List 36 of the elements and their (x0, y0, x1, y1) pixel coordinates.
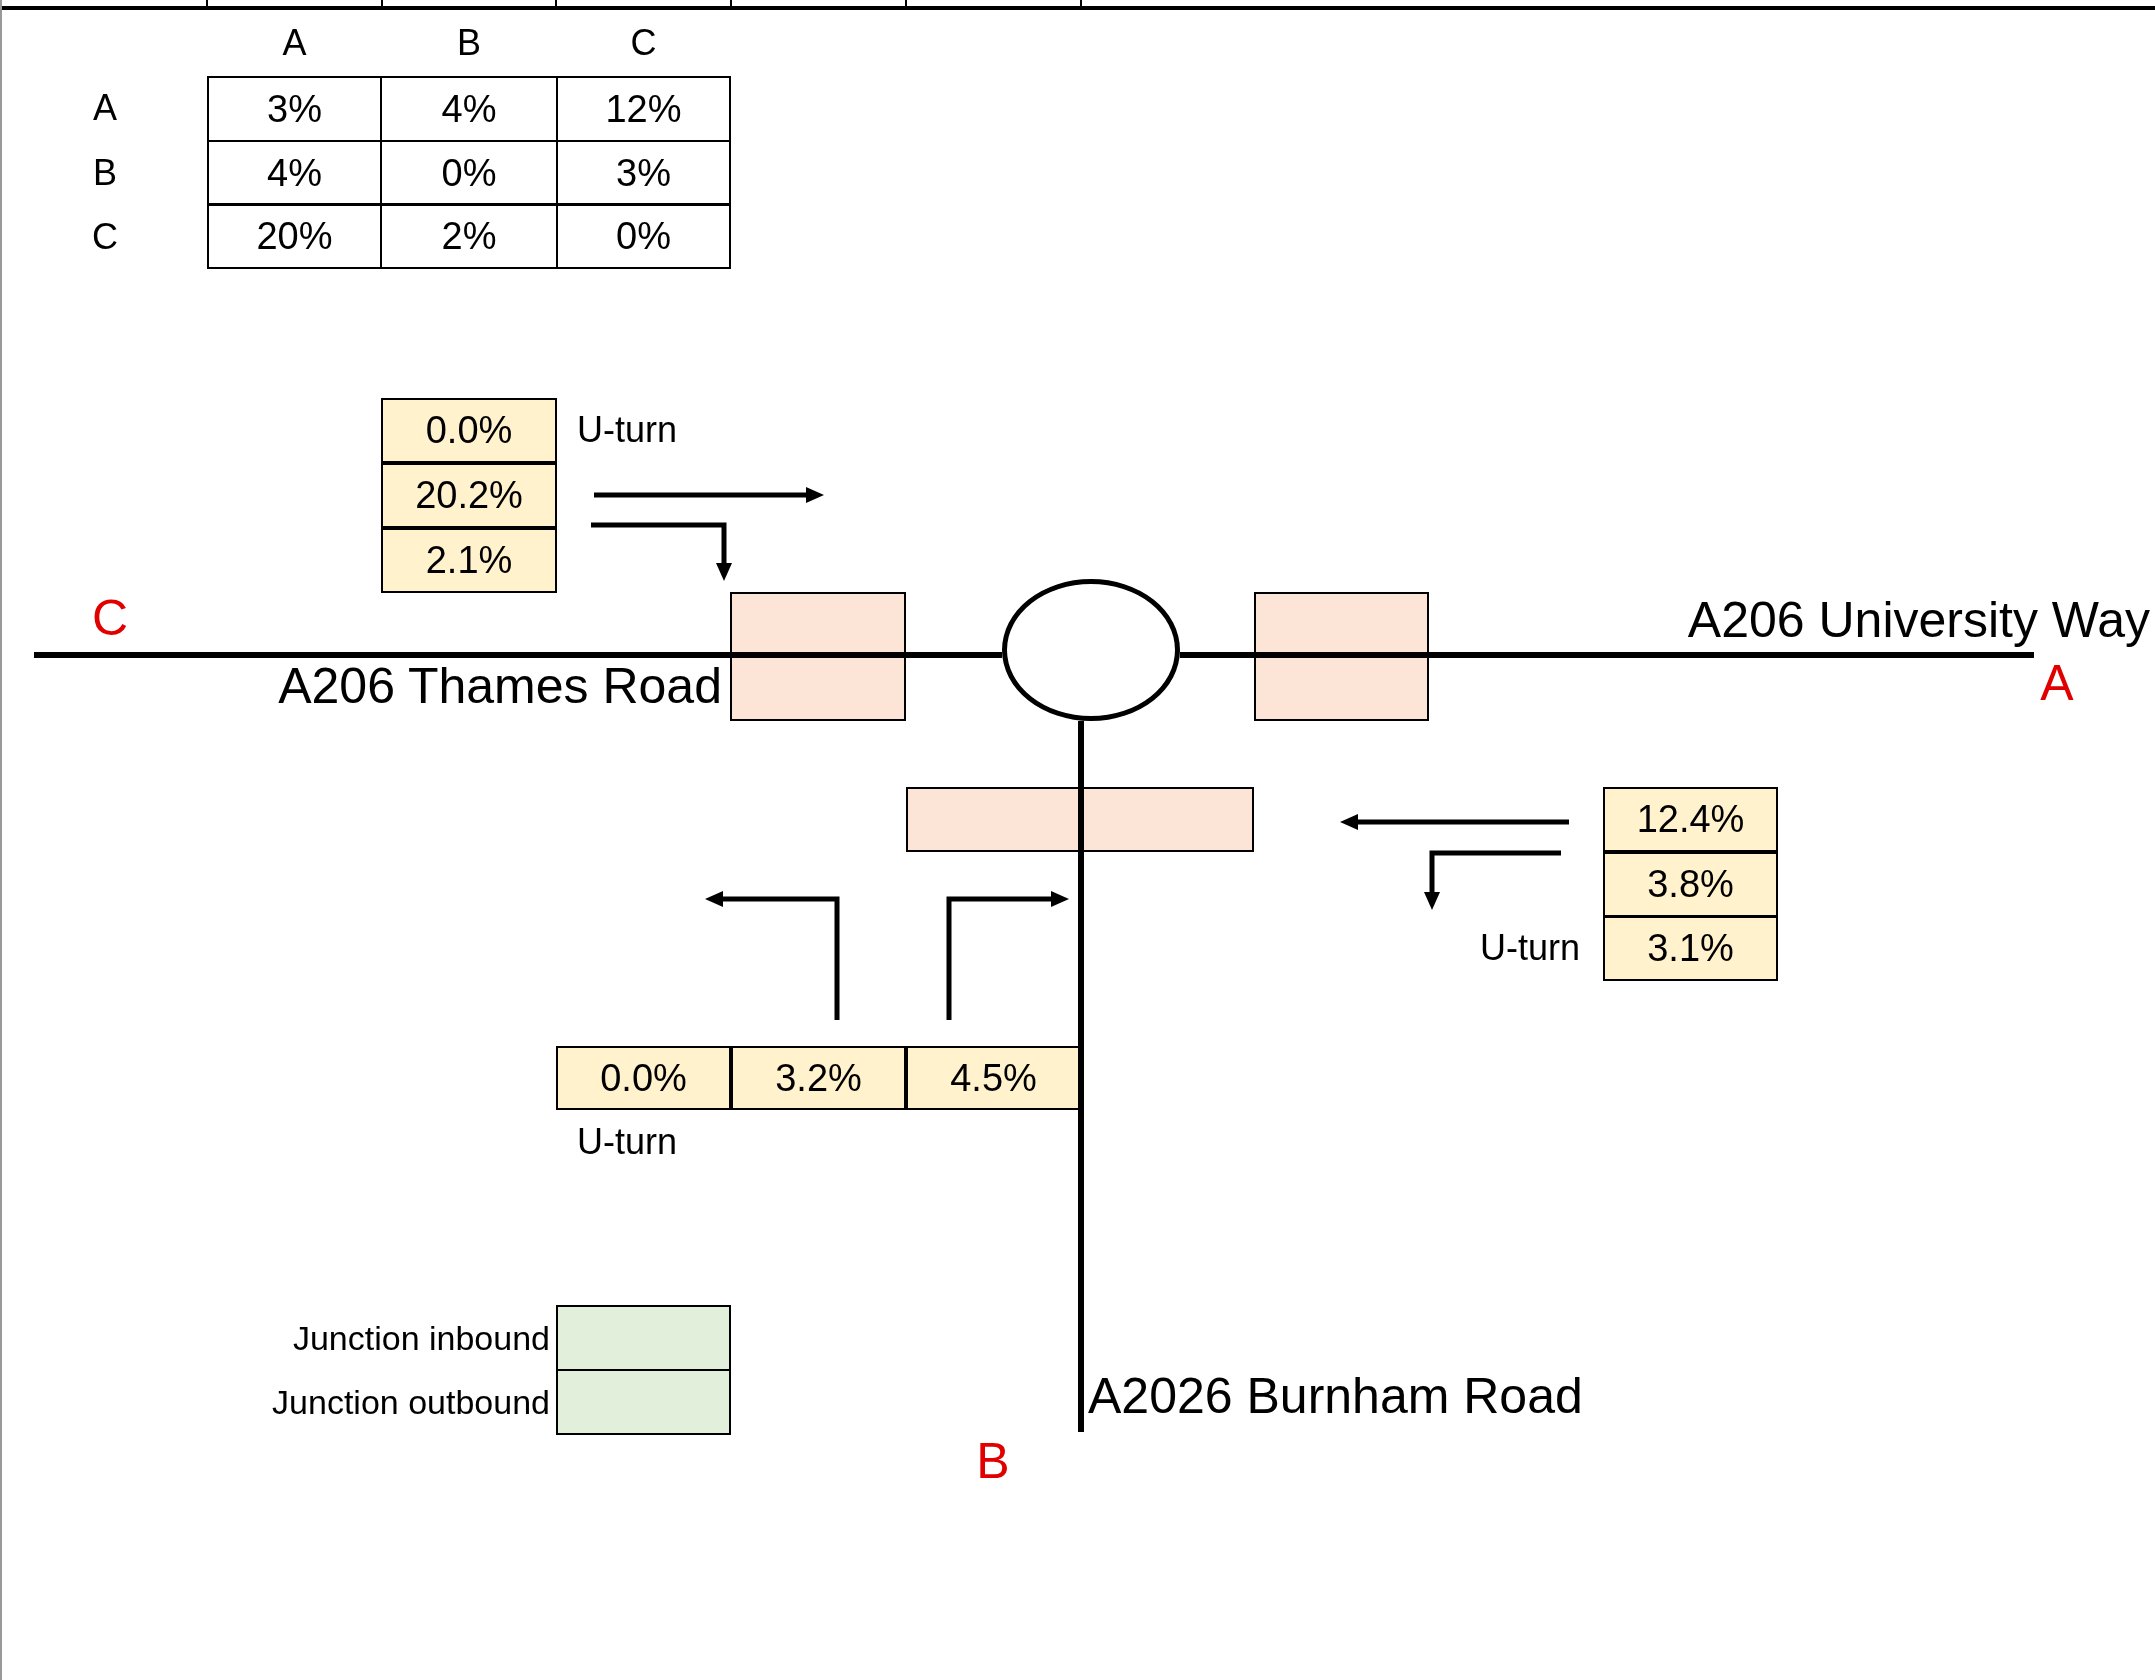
table-cell: 0% (556, 203, 731, 269)
row-header: C (91, 215, 119, 259)
table-cell: 12% (556, 76, 731, 142)
approach-letter: A (2039, 654, 2075, 713)
road-name: A2026 Burnham Road (1088, 1367, 1584, 1426)
percentage-cell: 3.2% (731, 1046, 906, 1110)
road-name: A206 Thames Road (277, 657, 722, 716)
percentage-cell: 3.1% (1603, 916, 1778, 981)
approach-letter: B (975, 1432, 1011, 1491)
row-header: B (92, 150, 118, 195)
table-cell: 2% (380, 203, 558, 269)
movement-label: U-turn (577, 408, 679, 452)
percentage-cell: 4.5% (906, 1046, 1081, 1110)
road-name: A206 University Way (1686, 591, 2150, 650)
column-header: A (281, 21, 308, 65)
approach-box (906, 787, 1254, 852)
table-cell: 20% (207, 203, 382, 269)
percentage-cell: 12.4% (1603, 787, 1778, 852)
table-cell: 4% (207, 140, 382, 206)
movement-label: U-turn (577, 1120, 679, 1164)
percentage-cell: 3.8% (1603, 852, 1778, 917)
percentage-cell: 0.0% (556, 1046, 731, 1110)
row-header: A (92, 86, 118, 130)
table-cell: 3% (556, 140, 731, 206)
column-header: C (629, 21, 658, 65)
approach-letter: C (90, 589, 130, 648)
table-cell: 3% (207, 76, 382, 142)
legend-label: Junction inbound (291, 1317, 550, 1359)
percentage-cell: 2.1% (381, 528, 557, 593)
percentage-cell: 0.0% (381, 398, 557, 463)
column-header: B (456, 21, 482, 65)
approach-box (730, 592, 906, 721)
movement-label: U-turn (1478, 926, 1580, 970)
approach-box (1254, 592, 1429, 721)
percentage-cell: 20.2% (381, 463, 557, 528)
legend-label: Junction outbound (271, 1381, 550, 1423)
